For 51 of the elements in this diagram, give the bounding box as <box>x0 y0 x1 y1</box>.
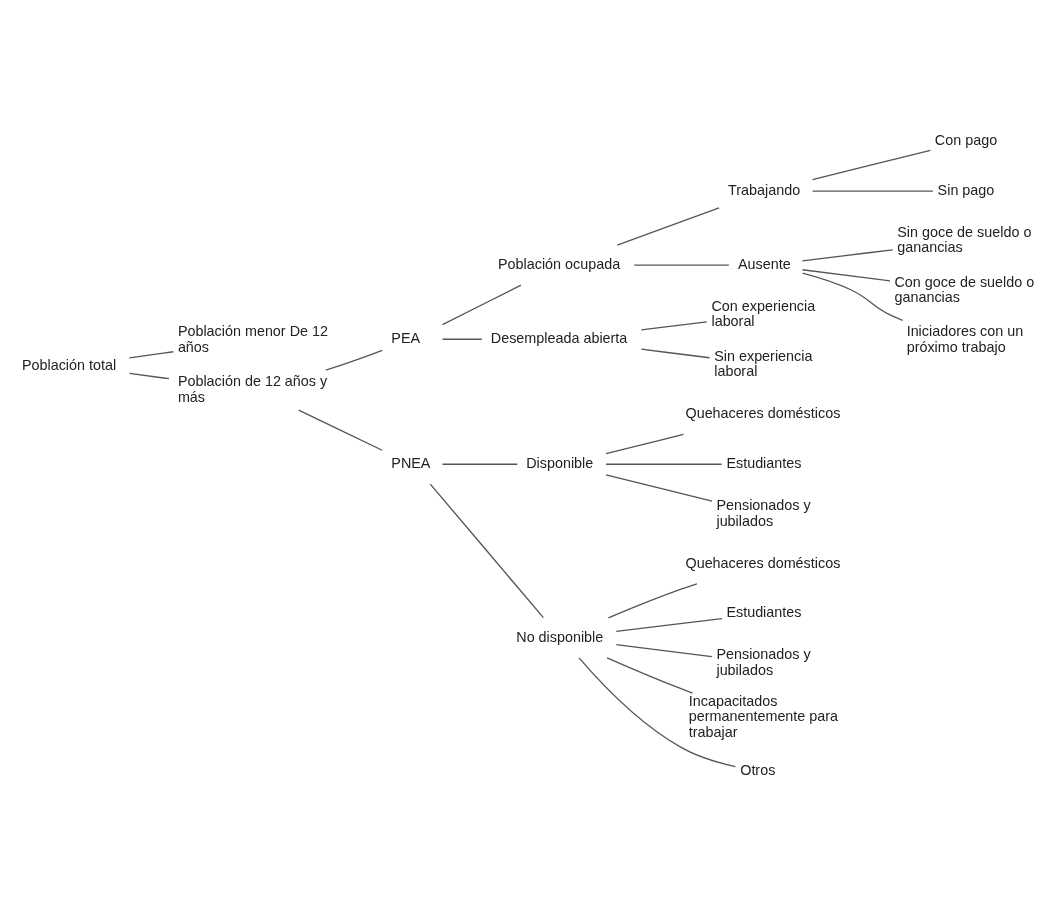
connector <box>633 264 730 266</box>
connector <box>801 268 891 282</box>
connector <box>605 473 713 502</box>
connector <box>640 320 708 330</box>
node-text: Trabajando <box>728 181 801 198</box>
node-text: Ausente <box>738 255 791 272</box>
connector <box>801 248 894 261</box>
connector <box>429 483 545 618</box>
connector <box>606 656 694 694</box>
node-text: Quehaceres domésticos <box>685 554 841 571</box>
connector <box>128 350 174 358</box>
node-text: Sin experiencia laboral <box>714 347 813 379</box>
node-text: Población total <box>21 356 117 373</box>
connector <box>578 656 737 767</box>
connector <box>441 463 518 465</box>
node-text: PEA <box>391 329 421 346</box>
connector <box>605 463 723 465</box>
node-text: PNEA <box>391 454 431 471</box>
node-text: Población ocupada <box>498 255 621 272</box>
connector <box>607 582 698 619</box>
node-text: Población de 12 años y más <box>177 372 328 405</box>
connector <box>128 372 170 379</box>
connector <box>605 433 685 454</box>
connector <box>811 149 932 180</box>
connector <box>801 272 904 321</box>
node-text: Estudiantes <box>726 603 802 620</box>
node-text: Estudiantes <box>726 454 802 471</box>
connector <box>615 617 723 632</box>
node-text: Pensionados y jubilados <box>716 496 811 529</box>
connector <box>441 338 483 340</box>
node-text: Población menor De 12 años <box>177 322 328 355</box>
connector <box>298 409 383 451</box>
connector <box>325 349 383 371</box>
node-text: No disponible <box>516 628 604 645</box>
connector <box>615 643 713 657</box>
node-text: Otros <box>740 761 776 778</box>
connector <box>616 206 720 246</box>
connector <box>640 348 711 358</box>
node-text: Incapacitados permanentemente para trabajar <box>688 692 839 740</box>
node-text: Quehaceres domésticos <box>685 404 841 421</box>
connector <box>441 283 522 325</box>
connector <box>811 189 934 192</box>
node-text: Con pago <box>934 131 998 148</box>
node-text: Con experiencia laboral <box>711 297 816 329</box>
node-text: Pensionados y jubilados <box>716 645 811 678</box>
node-text: Desempleada abierta <box>490 329 628 346</box>
node-text: Sin pago <box>937 181 995 198</box>
node-text: Iniciadores con un próximo trabajo <box>906 322 1024 355</box>
node-text: Con goce de sueldo o ganancias <box>894 273 1035 305</box>
node-text: Sin goce de sueldo o ganancias <box>897 223 1032 255</box>
node-text: Disponible <box>526 454 594 471</box>
